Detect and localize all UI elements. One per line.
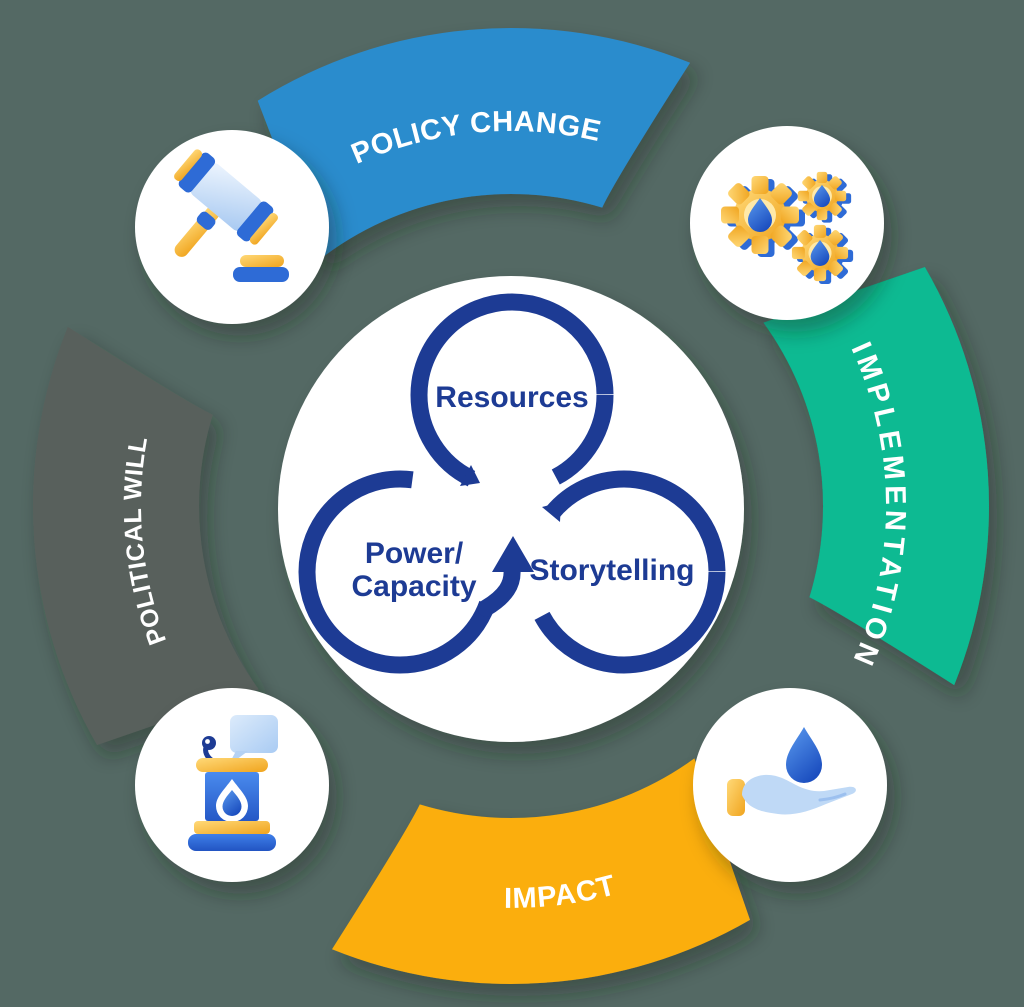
podium-speech-icon [188,715,278,851]
hand-water-drop-icon [727,727,856,816]
gavel-head [190,163,262,231]
storytelling-label: Storytelling [529,554,694,587]
finger-line [818,792,847,802]
storytelling-circle [522,470,726,674]
outer-ring: POLICY CHANGE IMPLEMENTATION IMPACT POLI… [33,28,989,984]
gavel-cap-right [249,213,278,245]
badge-policy-change [135,130,329,324]
badge-political-will [135,688,329,882]
center-hub: Resources Power/ Capacity Storytelling [278,276,744,742]
podium-base-bottom [188,834,276,851]
power-label-line2: Capacity [351,570,476,603]
interlocking-circles [298,293,726,674]
open-hand [742,774,856,815]
gavel-band-left [178,152,216,193]
arc-segment-impact [332,758,750,984]
center-arrow-shaft [477,561,521,617]
flow-arrowhead-icon-2 [542,502,561,522]
water-drop-icon [786,727,822,783]
gavel-icon [174,149,289,282]
podium-base-mid [194,821,270,834]
gavel-block-top [240,255,284,267]
gear-large [721,176,805,257]
gavel-band-right [236,201,274,242]
water-drop-icon [810,240,830,266]
resources-circle [410,293,614,497]
podium-top [196,758,268,772]
power-label-line1: Power/ [365,537,464,570]
resources-label: Resources [435,381,588,414]
gavel-collar [196,211,216,230]
hand-cuff [727,779,745,816]
water-drop-icon [813,184,831,208]
power-capacity-circle [298,470,502,674]
center-circle [278,276,744,742]
badge-implementation [690,126,884,320]
arc-segment-political-will [33,326,259,745]
arc-segment-implementation [763,267,989,686]
speech-bubble [230,715,278,753]
water-drop-icon [222,790,242,816]
gavel-cap-left [174,149,203,181]
arc-segment-policy-change [257,28,691,261]
gear-small-top [797,171,852,223]
up-arrowhead-icon [492,536,534,572]
gears-water-icon [721,171,854,284]
water-drop-icon [748,198,772,232]
gavel-block-base [233,267,289,282]
flow-arrowhead-icon [460,465,480,486]
center-labels: Resources Power/ Capacity Storytelling [351,381,694,603]
gear-small-bottom [791,224,854,284]
microphone-highlight [205,739,210,744]
badge-impact [693,688,887,882]
